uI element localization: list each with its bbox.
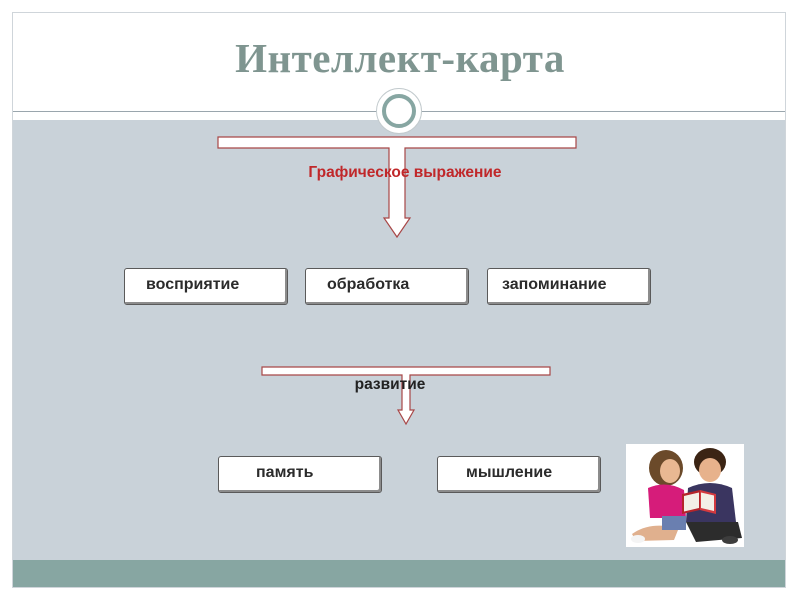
box-memory: память [218,456,382,493]
graphic-expression-label: Графическое выражение [230,164,580,182]
box-memorization: запоминание [487,268,651,305]
box-thinking: мышление [437,456,601,493]
top-bracket-arrow [218,137,576,237]
box-processing: обработка [305,268,469,305]
development-label: развитие [300,376,480,394]
children-reading-image [626,444,744,547]
box-perception: восприятие [124,268,288,305]
